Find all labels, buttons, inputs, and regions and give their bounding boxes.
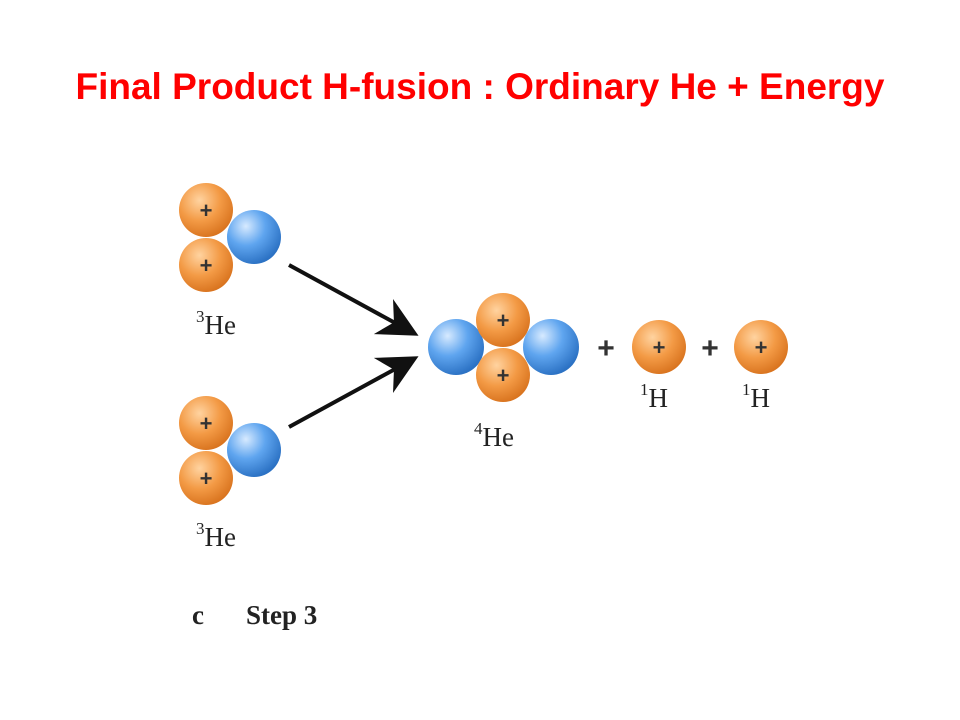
proton-charge: +: [755, 335, 768, 360]
proton: [632, 320, 686, 374]
helium3-label-top: 3He: [196, 307, 236, 340]
page-title: Final Product H-fusion : Ordinary He + E…: [75, 66, 885, 107]
element-symbol: He: [205, 310, 236, 340]
reaction-arrow-bottom: [288, 356, 419, 429]
helium4-label: 4He: [474, 419, 514, 452]
proton-charge: +: [200, 253, 213, 278]
proton-charge: +: [653, 335, 666, 360]
proton-charge: +: [200, 198, 213, 223]
element-symbol: H: [649, 383, 669, 413]
element-symbol: H: [751, 383, 771, 413]
helium3-label-bottom: 3He: [196, 519, 236, 552]
mass-number: 3: [196, 519, 205, 538]
proton-charge: +: [497, 308, 510, 333]
proton: [179, 238, 233, 292]
mass-number: 4: [474, 419, 483, 438]
element-symbol: He: [205, 522, 236, 552]
neutron: [227, 423, 281, 477]
proton: [179, 183, 233, 237]
proton: [476, 293, 530, 347]
plus-operator: +: [701, 332, 719, 365]
proton: [179, 396, 233, 450]
proton-charge: +: [497, 363, 510, 388]
mass-number: 3: [196, 307, 205, 326]
mass-number: 1: [640, 380, 649, 399]
neutron: [428, 319, 484, 375]
neutron: [227, 210, 281, 264]
proton-charge: +: [200, 466, 213, 491]
helium4-nucleus: + +: [428, 293, 579, 402]
mass-number: 1: [742, 380, 751, 399]
element-symbol: He: [483, 422, 514, 452]
proton: [179, 451, 233, 505]
hydrogen1-nucleus: +: [734, 320, 788, 374]
hydrogen1-nucleus: +: [632, 320, 686, 374]
hydrogen1-label: 1H: [742, 380, 770, 413]
figure-caption-step: Step 3: [246, 600, 317, 630]
hydrogen1-label: 1H: [640, 380, 668, 413]
neutron: [523, 319, 579, 375]
proton: [734, 320, 788, 374]
proton: [476, 348, 530, 402]
figure-caption-letter: c: [192, 600, 204, 630]
reaction-arrow-top: [288, 263, 419, 336]
proton-charge: +: [200, 411, 213, 436]
helium3-nucleus-bottom: + +: [179, 396, 281, 505]
helium3-nucleus-top: + +: [179, 183, 281, 292]
plus-operator: +: [597, 332, 615, 365]
